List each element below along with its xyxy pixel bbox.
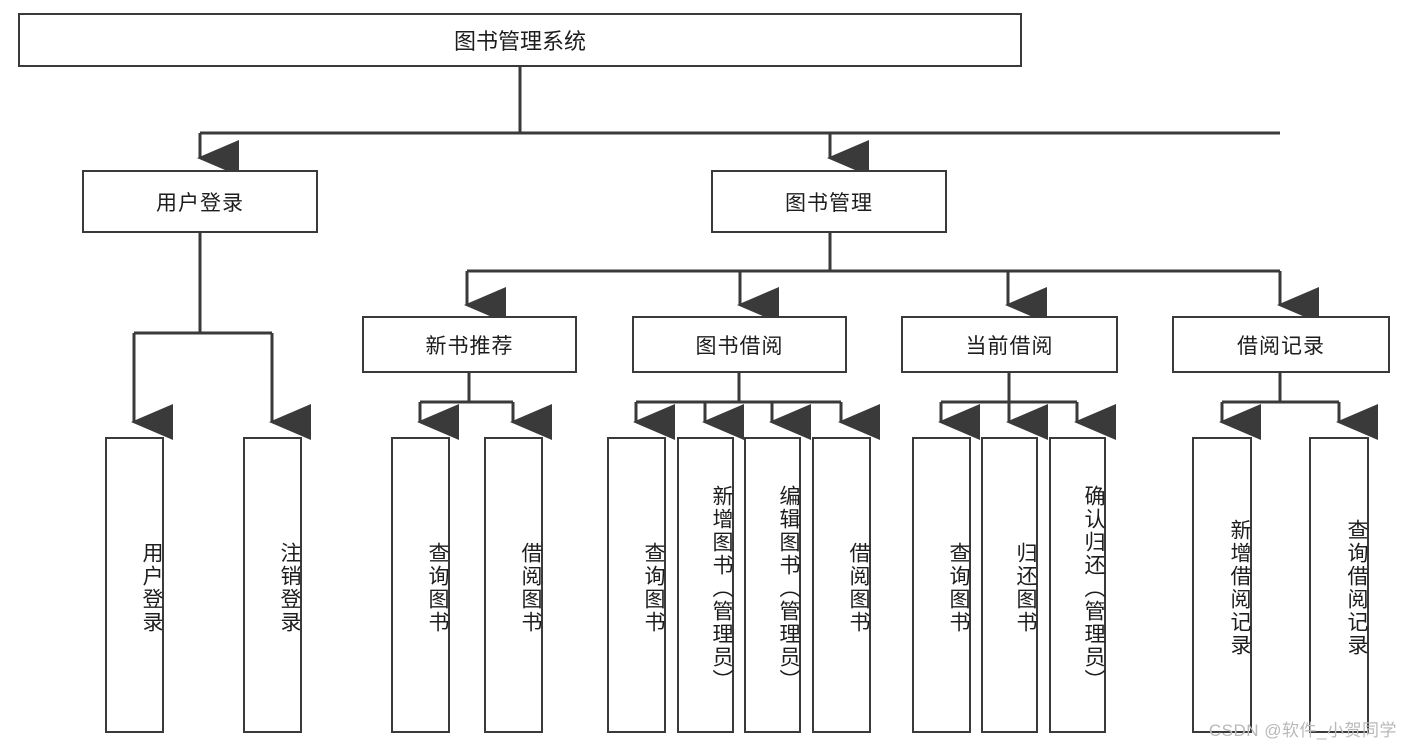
node-label: 查询图书 (426, 542, 449, 634)
leaf-book-borrow-2[interactable]: 编辑图书（管理员） (744, 437, 801, 733)
node-label: 查询图书 (642, 542, 665, 634)
node-new-book-recommend[interactable]: 新书推荐 (362, 316, 577, 373)
leaf-book-borrow-3[interactable]: 借阅图书 (812, 437, 871, 733)
leaf-current-borrow-0[interactable]: 查询图书 (912, 437, 971, 733)
leaf-current-borrow-1[interactable]: 归还图书 (981, 437, 1038, 733)
leaf-borrow-record-0[interactable]: 新增借阅记录 (1192, 437, 1252, 733)
node-label: 归还图书 (1014, 542, 1037, 634)
node-label: 新增借阅记录 (1228, 519, 1251, 657)
node-label: 用户登录 (140, 542, 163, 634)
leaf-new-book-rec-0[interactable]: 查询图书 (391, 437, 450, 733)
node-book-manage[interactable]: 图书管理 (711, 170, 947, 233)
node-user-login[interactable]: 用户登录 (82, 170, 318, 233)
node-label: 用户登录 (156, 191, 244, 215)
node-label: 图书借阅 (695, 334, 784, 358)
node-root-system[interactable]: 图书管理系统 (18, 13, 1022, 67)
leaf-book-borrow-1[interactable]: 新增图书（管理员） (677, 437, 734, 733)
node-borrow-record[interactable]: 借阅记录 (1172, 316, 1390, 373)
node-label: 新增图书（管理员） (710, 484, 733, 692)
leaf-borrow-record-1[interactable]: 查询借阅记录 (1309, 437, 1369, 733)
leaf-current-borrow-2[interactable]: 确认归还（管理员） (1049, 437, 1106, 733)
leaf-new-book-rec-1[interactable]: 借阅图书 (484, 437, 543, 733)
leaf-book-borrow-0[interactable]: 查询图书 (607, 437, 666, 733)
watermark-text: CSDN @软件_小贺同学 (1208, 721, 1397, 740)
node-label: 查询借阅记录 (1345, 519, 1368, 657)
node-current-borrow[interactable]: 当前借阅 (901, 316, 1118, 373)
node-label: 新书推荐 (425, 334, 514, 358)
node-label: 借阅图书 (519, 542, 542, 634)
node-label: 编辑图书（管理员） (777, 484, 800, 692)
node-label: 当前借阅 (965, 334, 1054, 358)
node-label: 确认归还（管理员） (1082, 484, 1105, 692)
node-label: 图书管理 (785, 191, 873, 215)
node-label: 查询图书 (947, 542, 970, 634)
leaf-user-login-1[interactable]: 注销登录 (243, 437, 302, 733)
node-label: 图书管理系统 (453, 29, 586, 54)
node-label: 借阅记录 (1237, 334, 1325, 358)
node-label: 注销登录 (278, 542, 301, 634)
leaf-user-login-0[interactable]: 用户登录 (105, 437, 164, 733)
node-label: 借阅图书 (847, 542, 870, 634)
node-book-borrow[interactable]: 图书借阅 (632, 316, 847, 373)
